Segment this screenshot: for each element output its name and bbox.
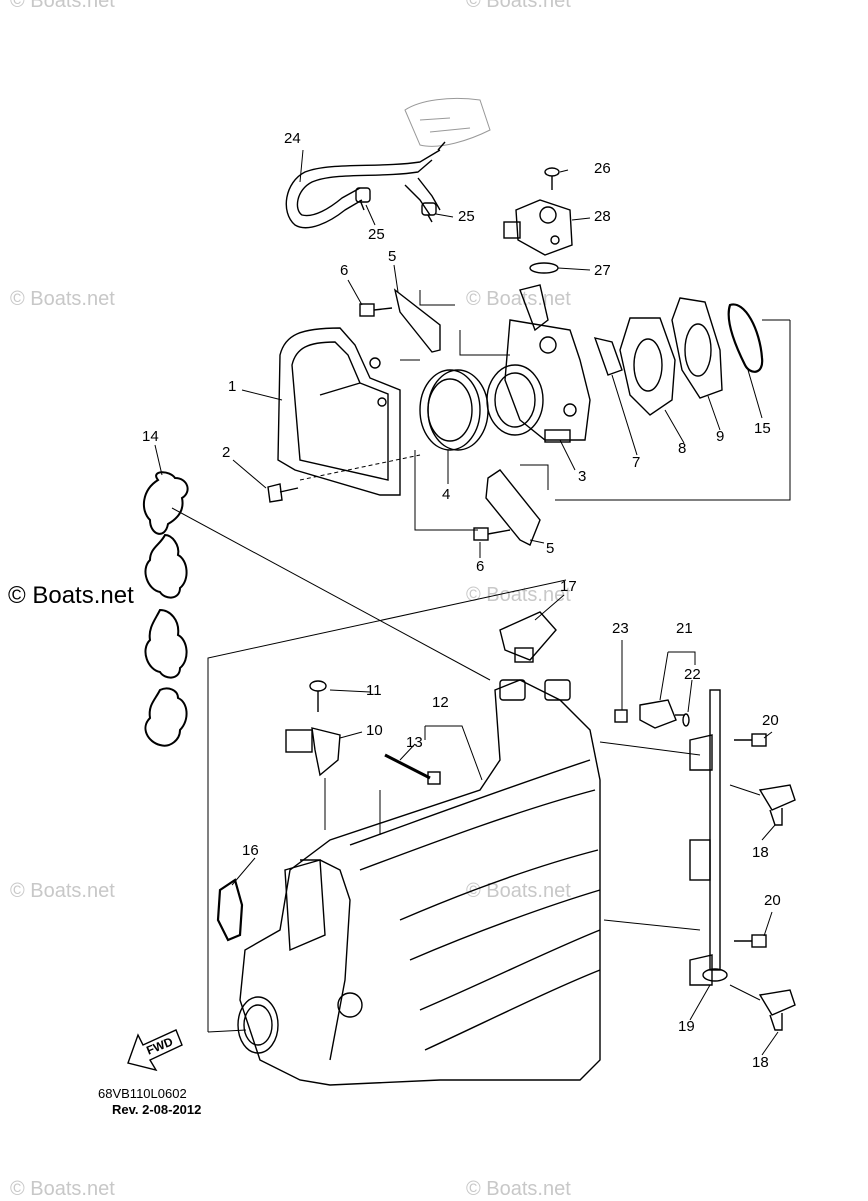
injector-18a bbox=[758, 784, 796, 826]
callout-3: 3 bbox=[578, 468, 587, 485]
callout-6a: 6 bbox=[340, 262, 349, 279]
o-ring-27 bbox=[529, 262, 559, 274]
sensor-21 bbox=[639, 699, 685, 729]
throttle-body-3 bbox=[486, 284, 591, 443]
gasket-14 bbox=[142, 471, 189, 747]
watermark-mid-left: © Boats.net bbox=[10, 288, 115, 310]
watermark-low-right: © Boats.net bbox=[466, 880, 571, 902]
callout-16: 16 bbox=[242, 842, 259, 859]
callout-8: 8 bbox=[678, 440, 687, 457]
hose-clip-25a bbox=[355, 187, 371, 211]
bolt-6b bbox=[473, 527, 511, 541]
watermark-top-left: © Boats.net bbox=[10, 0, 115, 12]
callout-9: 9 bbox=[716, 428, 725, 445]
callout-11: 11 bbox=[366, 682, 382, 699]
callout-22: 22 bbox=[684, 666, 701, 683]
watermark-low-left: © Boats.net bbox=[10, 880, 115, 902]
callout-13: 13 bbox=[406, 734, 423, 751]
watermark-bottom-right: © Boats.net bbox=[466, 1178, 571, 1200]
leader-gasket-14 bbox=[171, 507, 491, 681]
callout-18a: 18 bbox=[752, 844, 769, 861]
callout-14: 14 bbox=[142, 428, 159, 445]
gasket-4 bbox=[419, 369, 489, 451]
callout-26: 26 bbox=[594, 160, 611, 177]
clip-7 bbox=[593, 337, 623, 376]
screw-11 bbox=[309, 680, 327, 712]
hose-clip-25b bbox=[421, 202, 437, 223]
callout-25b: 25 bbox=[458, 208, 475, 225]
callout-23: 23 bbox=[612, 620, 629, 637]
sensor-28 bbox=[503, 199, 573, 256]
bolt-2 bbox=[267, 483, 299, 503]
callout-18b: 18 bbox=[752, 1054, 769, 1071]
callout-20b: 20 bbox=[764, 892, 781, 909]
callout-6b: 6 bbox=[476, 558, 485, 575]
fuel-rail-19 bbox=[689, 689, 728, 986]
o-ring-22 bbox=[682, 713, 690, 727]
gasket-8 bbox=[619, 317, 676, 416]
bracket-5a bbox=[393, 288, 441, 353]
callout-21: 21 bbox=[676, 620, 693, 637]
callout-15: 15 bbox=[754, 420, 771, 437]
fwd-arrow-icon bbox=[127, 1029, 183, 1072]
callout-7: 7 bbox=[632, 454, 641, 471]
bolt-20a bbox=[734, 733, 767, 747]
watermark-mid2-right: © Boats.net bbox=[466, 584, 571, 606]
watermark-top-right: © Boats.net bbox=[466, 0, 571, 12]
callout-20a: 20 bbox=[762, 712, 779, 729]
hose-24 bbox=[285, 141, 446, 229]
nut-23 bbox=[614, 709, 628, 723]
callout-27: 27 bbox=[594, 262, 611, 279]
callout-4: 4 bbox=[442, 486, 451, 503]
callout-5a: 5 bbox=[388, 248, 397, 265]
callout-1: 1 bbox=[228, 378, 237, 395]
leader-lines bbox=[154, 149, 779, 1056]
plate-9 bbox=[671, 297, 723, 399]
callout-12: 12 bbox=[432, 694, 449, 711]
air-intake-1 bbox=[277, 327, 401, 496]
diagram-id: 68VB110L0602 bbox=[98, 1086, 187, 1101]
gasket-16 bbox=[216, 878, 244, 942]
engine-fragment bbox=[404, 97, 491, 147]
callout-28: 28 bbox=[594, 208, 611, 225]
callout-10: 10 bbox=[366, 722, 383, 739]
intake-manifold-12 bbox=[237, 679, 601, 1086]
watermark-bottom-left: © Boats.net bbox=[10, 1178, 115, 1200]
callout-25a: 25 bbox=[368, 226, 385, 243]
callout-24: 24 bbox=[284, 130, 301, 147]
revision-label: Rev. 2-08-2012 bbox=[112, 1102, 202, 1117]
sensor-17 bbox=[499, 611, 557, 663]
o-ring-15 bbox=[727, 303, 764, 373]
bracket-5b bbox=[485, 469, 541, 546]
screw-26 bbox=[544, 167, 560, 190]
injector-18b bbox=[758, 989, 796, 1031]
callout-5b: 5 bbox=[546, 540, 555, 557]
callout-19: 19 bbox=[678, 1018, 695, 1035]
assembly-frame bbox=[299, 290, 791, 531]
bolt-20b bbox=[734, 934, 767, 948]
sensor-10 bbox=[285, 727, 341, 777]
callout-2: 2 bbox=[222, 444, 231, 461]
watermark-main: © Boats.net bbox=[8, 582, 134, 609]
bolt-13 bbox=[384, 753, 441, 785]
manifold-frame bbox=[207, 579, 701, 1033]
bolt-6a bbox=[359, 303, 393, 317]
callout-17: 17 bbox=[560, 578, 577, 595]
